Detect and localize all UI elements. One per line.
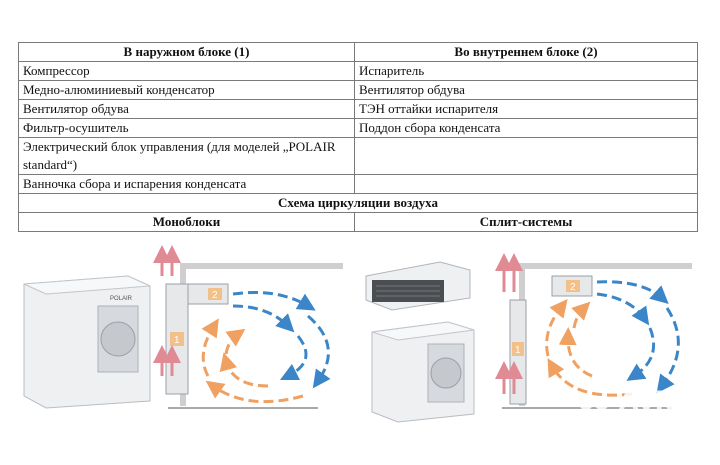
- exhaust-arrows: [153, 245, 181, 376]
- outdoor-item: Ванночка сбора и испарения конденсата: [18, 174, 355, 194]
- indoor-item: Испаритель: [354, 61, 698, 81]
- outdoor-header: В наружном блоке (1): [18, 42, 355, 62]
- warm-air-arrows: [201, 318, 304, 404]
- split-system-diagram: 1 2: [365, 253, 692, 423]
- mark-1-badge: [512, 342, 524, 356]
- indoor-item: Поддон сбора конденсата: [354, 118, 698, 138]
- avito-watermark: ●● Avito: [578, 387, 694, 417]
- indoor-item: [354, 174, 698, 194]
- mark-2-label: 2: [212, 290, 218, 301]
- indoor-header: Во внутреннем блоке (2): [354, 42, 698, 62]
- split-label: Сплит-системы: [354, 212, 698, 232]
- cold-air-arrows: [232, 291, 331, 389]
- exhaust-arrows: [495, 253, 523, 394]
- outdoor-item: Вентилятор обдува: [18, 99, 355, 119]
- warm-air-arrows: [545, 298, 633, 397]
- outdoor-item: Компрессор: [18, 61, 355, 81]
- scheme-labels-row: Моноблоки Сплит-системы: [18, 212, 698, 232]
- header-row: В наружном блоке (1) Во внутреннем блоке…: [18, 42, 698, 62]
- mark-2-badge: [566, 280, 580, 292]
- indoor-item: Вентилятор обдува: [354, 80, 698, 100]
- outdoor-item: Фильтр-осушитель: [18, 118, 355, 138]
- watermark-text: Avito: [618, 387, 694, 417]
- components-table: В наружном блоке (1) Во внутреннем блоке…: [18, 42, 698, 232]
- outdoor-item: Медно-алюминиевый конденсатор: [18, 80, 355, 100]
- indoor-item: ТЭН оттайки испарителя: [354, 99, 698, 119]
- mark-1-label: 1: [174, 335, 180, 346]
- cold-air-arrows: [596, 280, 680, 394]
- table-row: Фильтр-осушитель Поддон сбора конденсата: [18, 118, 698, 138]
- brand-label: POLAIR: [110, 296, 133, 302]
- monoblock-unit: POLAIR: [23, 275, 151, 409]
- scheme-title: Схема циркуляции воздуха: [18, 193, 698, 213]
- avito-logo-icon: ●●: [578, 392, 610, 413]
- monoblock-diagram: POLAIR 1 2: [23, 245, 343, 409]
- outdoor-item: Электрический блок управления (для модел…: [18, 137, 355, 175]
- table-row: Медно-алюминиевый конденсатор Вентилятор…: [18, 80, 698, 100]
- mark-2-badge: [208, 288, 222, 300]
- scheme-title-row: Схема циркуляции воздуха: [18, 193, 698, 213]
- evaporator-unit: [365, 261, 471, 311]
- condensing-unit: [371, 321, 475, 423]
- indoor-item: [354, 137, 698, 175]
- mark-1-badge: [170, 332, 184, 346]
- table-row: Вентилятор обдува ТЭН оттайки испарителя: [18, 99, 698, 119]
- mark-2-label: 2: [570, 282, 576, 293]
- table-row: Электрический блок управления (для модел…: [18, 137, 698, 175]
- table-row: Компрессор Испаритель: [18, 61, 698, 81]
- table-row: Ванночка сбора и испарения конденсата: [18, 174, 698, 194]
- mark-1-label: 1: [515, 345, 521, 356]
- mono-label: Моноблоки: [18, 212, 355, 232]
